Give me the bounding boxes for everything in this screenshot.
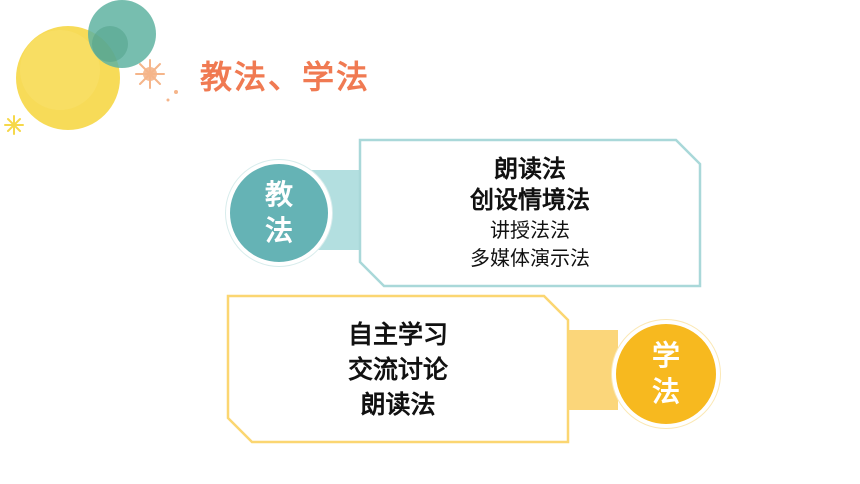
teaching-card-frame [358, 138, 702, 288]
teaching-method-item: 讲授法法 [490, 218, 570, 242]
teaching-badge-char-2: 法 [264, 214, 293, 247]
learning-badge-char-2: 法 [651, 375, 680, 408]
learning-methods-badge: 学 法 [612, 320, 720, 428]
teaching-methods-badge: 教 法 [226, 160, 332, 266]
teaching-badge-char-1: 教 [264, 178, 293, 211]
learning-method-item: 交流讨论 [347, 354, 448, 384]
learning-methods-card: 自主学习 交流讨论 朗读法 [226, 294, 570, 444]
teaching-method-item: 多媒体演示法 [470, 246, 590, 270]
learning-badge-char-1: 学 [651, 339, 680, 372]
learning-method-item: 自主学习 [347, 319, 448, 349]
teaching-method-item: 创设情境法 [470, 186, 590, 214]
teaching-method-item: 朗读法 [494, 155, 566, 183]
page-title: 教法、学法 [200, 58, 371, 96]
watercolor-decoration [4, 0, 178, 135]
teaching-methods-card: 朗读法 创设情境法 讲授法法 多媒体演示法 [358, 138, 702, 288]
learning-card-frame [226, 294, 570, 444]
learning-connector-band [562, 330, 618, 410]
learning-method-item: 朗读法 [360, 389, 436, 419]
